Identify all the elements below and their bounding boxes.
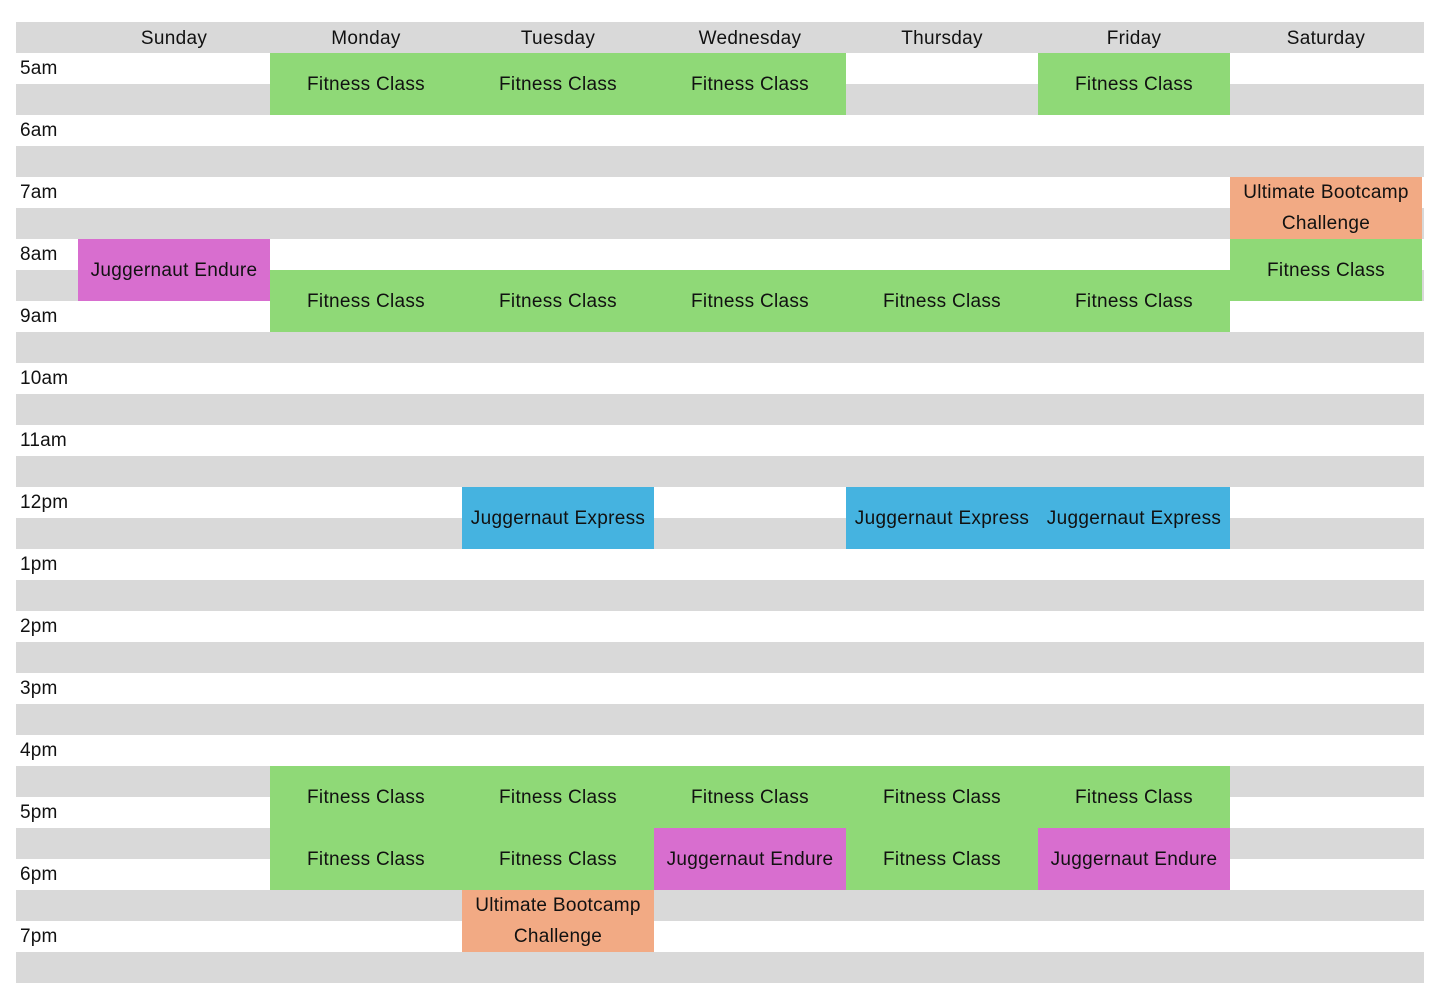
event-label: Juggernaut Endure [90, 259, 258, 281]
day-header-monday: Monday [331, 28, 401, 49]
event-fitness-class-monday: Fitness Class [270, 828, 462, 890]
event-label: Fitness Class [307, 848, 425, 870]
event-fitness-class-wednesday: Fitness Class [654, 270, 846, 332]
event-fitness-class-tuesday: Fitness Class [462, 270, 654, 332]
event-label: Fitness Class [1267, 259, 1385, 281]
event-fitness-class-saturday: Fitness Class [1230, 239, 1422, 301]
hour-row [16, 921, 1424, 952]
half-hour-row-shaded [16, 208, 1424, 239]
event-label: Fitness Class [883, 848, 1001, 870]
event-fitness-class-tuesday: Fitness Class [462, 53, 654, 115]
time-label-2pm: 2pm [20, 616, 58, 637]
event-label: Fitness Class [691, 73, 809, 95]
time-label-6am: 6am [20, 120, 58, 141]
event-fitness-class-wednesday: Fitness Class [654, 53, 846, 115]
weekly-class-schedule: Sunday Monday Tuesday Wednesday Thursday Frid… [16, 22, 1424, 983]
time-label-11am: 11am [20, 430, 67, 451]
event-fitness-class-tuesday: Fitness Class [462, 828, 654, 890]
event-label: Ultimate Bootcamp Challenge [475, 895, 641, 947]
time-label-1pm: 1pm [20, 554, 58, 575]
half-hour-row-shaded [16, 580, 1424, 611]
time-label-12pm: 12pm [20, 492, 69, 513]
event-label: Fitness Class [1075, 786, 1193, 808]
event-label: Juggernaut Express [470, 507, 646, 529]
event-label: Fitness Class [499, 786, 617, 808]
day-header-tuesday: Tuesday [520, 28, 596, 49]
event-label: Fitness Class [691, 290, 809, 312]
event-label: Fitness Class [499, 290, 617, 312]
event-juggernaut-endure-wednesday: Juggernaut Endure [654, 828, 846, 890]
time-label-3pm: 3pm [20, 678, 58, 699]
event-label: Fitness Class [307, 786, 425, 808]
event-ultimate-bootcamp-challenge-tuesday: Ultimate Bootcamp Challenge [462, 890, 654, 952]
hour-row [16, 549, 1424, 580]
hour-row [16, 177, 1424, 208]
event-juggernaut-endure-sunday: Juggernaut Endure [78, 239, 270, 301]
event-fitness-class-thursday: Fitness Class [846, 766, 1038, 828]
event-label: Juggernaut Endure [666, 848, 834, 870]
time-label-5am: 5am [20, 58, 58, 79]
day-header-sunday: Sunday [140, 28, 208, 49]
time-label-5pm: 5pm [20, 802, 58, 823]
event-label: Juggernaut Express [1046, 507, 1222, 529]
event-juggernaut-endure-friday: Juggernaut Endure [1038, 828, 1230, 890]
time-label-6pm: 6pm [20, 864, 58, 885]
event-label: Fitness Class [883, 786, 1001, 808]
hour-row [16, 611, 1424, 642]
event-label: Fitness Class [307, 73, 425, 95]
half-hour-row-shaded [16, 890, 1424, 921]
event-fitness-class-thursday: Fitness Class [846, 270, 1038, 332]
event-juggernaut-express-tuesday: Juggernaut Express [462, 487, 654, 549]
time-label-8am: 8am [20, 244, 58, 265]
half-hour-row-shaded [16, 704, 1424, 735]
event-fitness-class-monday: Fitness Class [270, 53, 462, 115]
time-label-7am: 7am [20, 182, 58, 203]
event-label: Fitness Class [1075, 73, 1193, 95]
event-fitness-class-wednesday: Fitness Class [654, 766, 846, 828]
event-fitness-class-monday: Fitness Class [270, 270, 462, 332]
time-label-7pm: 7pm [20, 926, 58, 947]
event-fitness-class-friday: Fitness Class [1038, 766, 1230, 828]
hour-row [16, 115, 1424, 146]
event-fitness-class-friday: Fitness Class [1038, 270, 1230, 332]
event-label: Juggernaut Express [854, 507, 1030, 529]
half-hour-row-shaded [16, 952, 1424, 983]
event-label: Ultimate Bootcamp Challenge [1243, 182, 1409, 234]
hour-row [16, 735, 1424, 766]
event-label: Juggernaut Endure [1050, 848, 1218, 870]
day-header-friday: Friday [1106, 28, 1162, 49]
event-fitness-class-tuesday: Fitness Class [462, 766, 654, 828]
half-hour-row-shaded [16, 146, 1424, 177]
event-label: Fitness Class [499, 848, 617, 870]
day-header-wednesday: Wednesday [698, 28, 802, 49]
event-label: Fitness Class [691, 786, 809, 808]
half-hour-row-shaded [16, 332, 1424, 363]
hour-row [16, 673, 1424, 704]
time-label-4pm: 4pm [20, 740, 58, 761]
half-hour-row-shaded [16, 394, 1424, 425]
event-fitness-class-monday: Fitness Class [270, 766, 462, 828]
event-label: Fitness Class [499, 73, 617, 95]
time-label-10am: 10am [20, 368, 69, 389]
event-juggernaut-express-friday: Juggernaut Express [1038, 487, 1230, 549]
header-background [16, 22, 1424, 53]
event-ultimate-bootcamp-challenge-saturday: Ultimate Bootcamp Challenge [1230, 177, 1422, 239]
hour-row [16, 363, 1424, 394]
event-fitness-class-friday: Fitness Class [1038, 53, 1230, 115]
event-label: Fitness Class [1075, 290, 1193, 312]
event-label: Fitness Class [883, 290, 1001, 312]
event-juggernaut-express-thursday: Juggernaut Express [846, 487, 1038, 549]
half-hour-row-shaded [16, 456, 1424, 487]
day-header-saturday: Saturday [1286, 28, 1366, 49]
time-label-9am: 9am [20, 306, 58, 327]
hour-row [16, 425, 1424, 456]
event-label: Fitness Class [307, 290, 425, 312]
half-hour-row-shaded [16, 642, 1424, 673]
event-fitness-class-thursday: Fitness Class [846, 828, 1038, 890]
day-header-thursday: Thursday [901, 28, 983, 49]
